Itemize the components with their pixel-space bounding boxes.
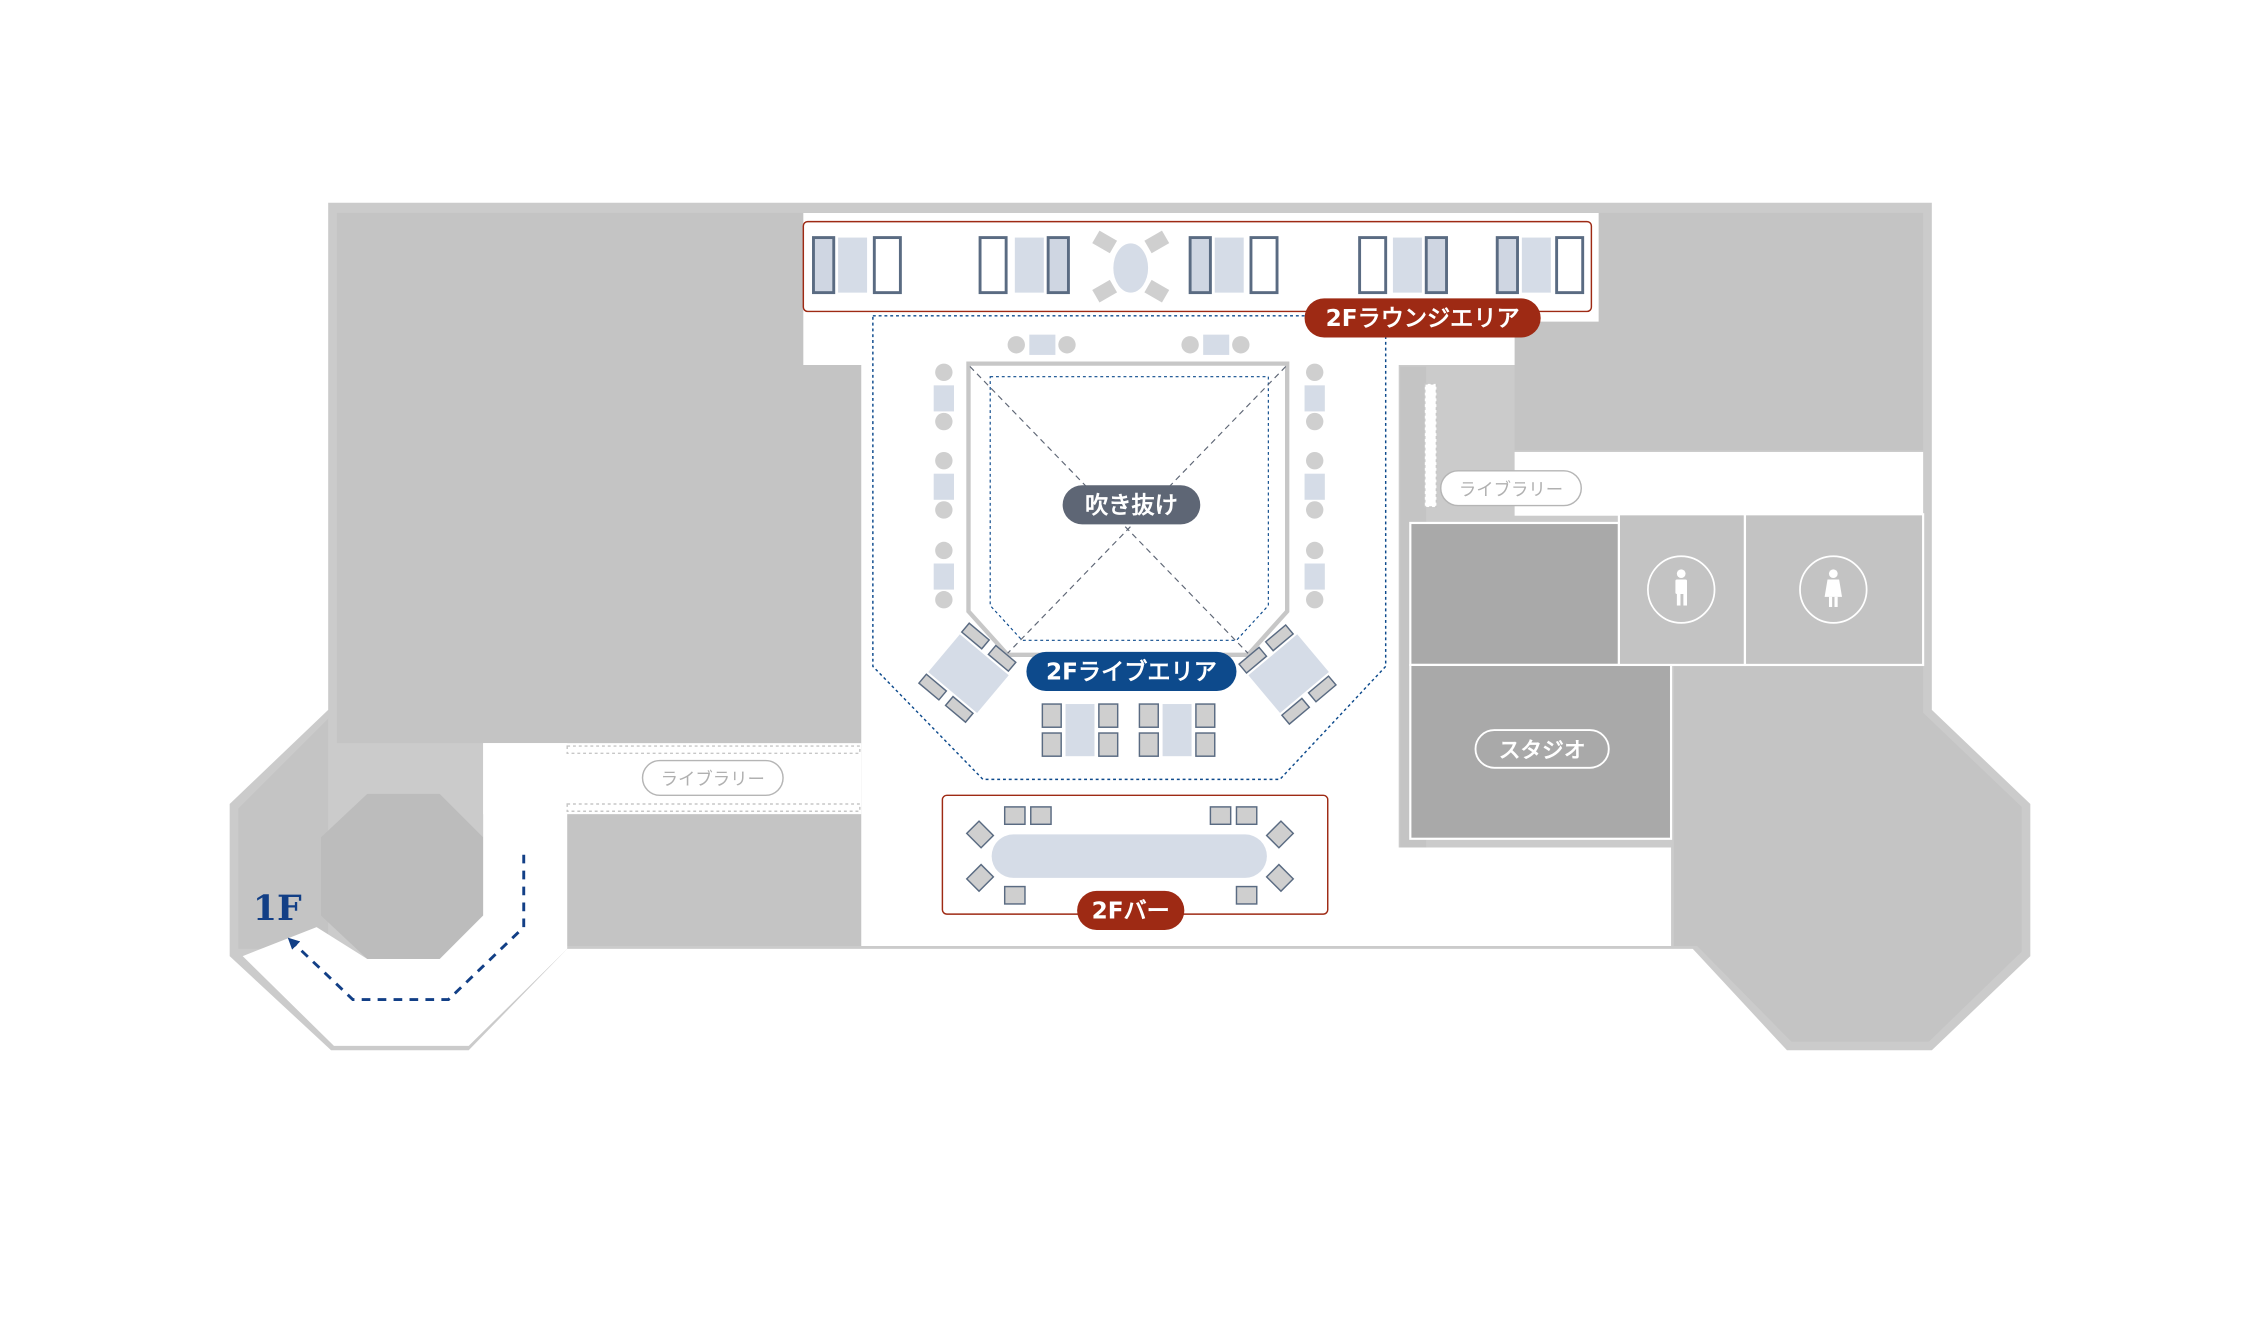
library-shelves-left xyxy=(566,745,861,812)
left-top-block xyxy=(336,212,862,744)
atrium-label: 吹き抜け xyxy=(1062,485,1201,525)
lounge-sofa-1 xyxy=(812,236,902,295)
live-table-set-left xyxy=(917,622,1017,724)
left-octagon-region xyxy=(238,718,329,949)
bar-label: 2Fバー xyxy=(1077,890,1185,931)
atrium-outer-wall xyxy=(966,361,1290,657)
bar-counter xyxy=(991,834,1267,878)
stair-walkway xyxy=(242,743,568,1046)
studio-label: スタジオ xyxy=(1474,729,1610,769)
svg-text:2Fラウンジエリア: 2Fラウンジエリア xyxy=(1326,305,1520,332)
live-small-tables xyxy=(933,334,1325,609)
arrow-icon xyxy=(287,854,526,1002)
stair-octagon xyxy=(320,793,484,960)
svg-text:吹き抜け: 吹き抜け xyxy=(1085,492,1178,519)
male-restroom-icon xyxy=(1647,555,1716,624)
library-label-right: ライブラリー xyxy=(1440,470,1582,507)
lounge-label: 2Fラウンジエリア xyxy=(1304,298,1541,338)
live-table-set-bottom-1 xyxy=(1041,703,1119,757)
live-table-set-right xyxy=(1238,624,1337,726)
bar-stools xyxy=(965,806,1295,905)
library-label-left: ライブラリー xyxy=(641,759,784,797)
lounge-sofa-4 xyxy=(1358,236,1448,295)
lounge-sofa-3 xyxy=(1188,236,1279,295)
lounge-sofa-2 xyxy=(978,236,1070,295)
live-table-set-bottom-2 xyxy=(1138,703,1216,757)
lounge-sofa-5 xyxy=(1495,236,1585,295)
right-bottom-block xyxy=(1673,666,2022,1042)
right-wing xyxy=(1400,366,1925,848)
atrium-diagonal-2 xyxy=(1007,366,1287,654)
svg-text:ライブラリー: ライブラリー xyxy=(1459,479,1563,500)
left-bottom-block xyxy=(567,814,862,946)
right-corridor xyxy=(1514,451,1924,516)
svg-text:2Fバー: 2Fバー xyxy=(1092,897,1170,924)
svg-text:2Fライブエリア: 2Fライブエリア xyxy=(1046,658,1217,685)
storage-room xyxy=(1409,521,1621,667)
atrium-diagonal-1 xyxy=(969,366,1249,654)
lounge-frame xyxy=(802,220,1593,313)
live-label: 2Fライブエリア xyxy=(1026,651,1237,692)
library-shelf-right xyxy=(1424,383,1438,508)
female-restroom-icon xyxy=(1799,555,1868,624)
studio-room xyxy=(1409,663,1673,840)
floor-exit-label: 1F xyxy=(253,888,302,929)
svg-text:ライブラリー: ライブラリー xyxy=(661,769,765,790)
svg-text:スタジオ: スタジオ xyxy=(1499,739,1586,764)
lounge-round-table xyxy=(1092,230,1170,303)
lounge-area xyxy=(802,220,1593,313)
